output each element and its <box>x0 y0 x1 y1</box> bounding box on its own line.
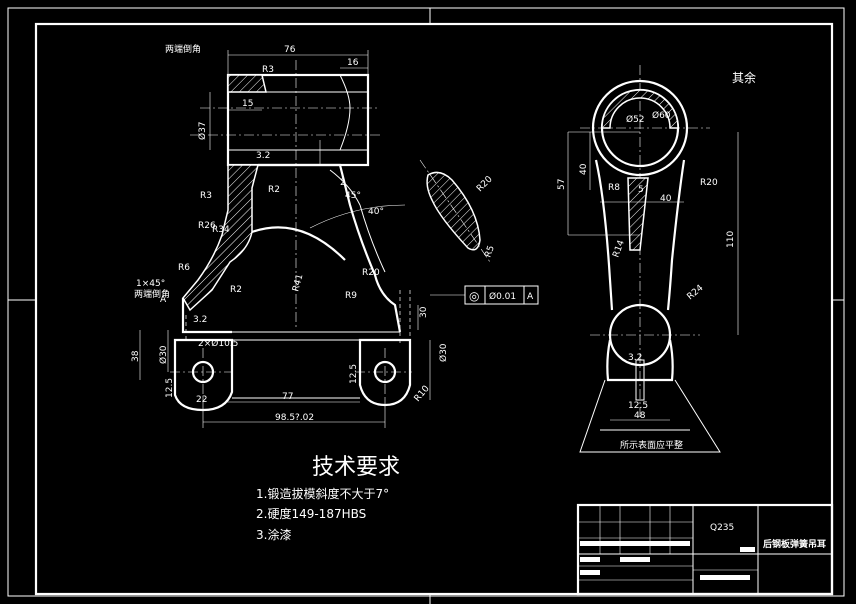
requirement-2: 2.硬度149-187HBS <box>256 506 366 521</box>
dim-dia-30-right: Ø30 <box>438 343 449 362</box>
front-view: 两端倒角 76 16 R3 15 Ø37 3.2 R3 R2 R26 R34 R… <box>131 43 497 428</box>
dim-width-76: 76 <box>284 45 296 55</box>
dim-r6: R6 <box>178 263 190 273</box>
sheet-border <box>7 7 845 604</box>
dim-d60: Ø60 <box>652 110 671 121</box>
dim-30: 30 <box>419 306 429 318</box>
requirement-1: 1.锻造拔模斜度不大于7° <box>256 486 389 501</box>
title-block: Q235 后钢板弹簧吊耳 <box>576 503 834 596</box>
dim-dia-37: Ø37 <box>197 121 208 140</box>
dim-r5-detail: R5 <box>483 244 496 259</box>
dim-r41: R41 <box>291 273 305 293</box>
dim-38: 38 <box>131 350 141 362</box>
dim-12-5-side: 12.5 <box>628 401 648 411</box>
dim-r24: R24 <box>686 283 706 302</box>
dim-57: 57 <box>557 179 567 190</box>
dim-dia-30-left: Ø30 <box>158 345 169 364</box>
dim-12-5-a: 12.5 <box>165 378 175 398</box>
ra-3-2-side: 3.2 <box>628 353 642 363</box>
dim-40-a: 40 <box>579 163 589 175</box>
dim-40-b: 40 <box>660 194 672 204</box>
base-note: 所示表面应平整 <box>620 439 683 451</box>
other-surface-label: 其余 <box>732 70 756 85</box>
dim-r10: R10 <box>413 384 432 404</box>
dim-r2-b: R2 <box>230 285 242 295</box>
dim-16: 16 <box>347 58 359 68</box>
dim-77: 77 <box>282 392 293 402</box>
dim-r20: R20 <box>362 268 380 278</box>
dim-48: 48 <box>634 411 646 421</box>
tolerance-datum: A <box>527 292 534 302</box>
dim-r20-side: R20 <box>700 178 718 188</box>
dim-r9: R9 <box>345 291 357 301</box>
requirement-3: 3.涂漆 <box>256 527 291 542</box>
tolerance-value: Ø0.01 <box>489 291 516 302</box>
dim-r26: R26 <box>198 221 216 231</box>
ra-3-2-b: 3.2 <box>193 315 207 325</box>
dim-110: 110 <box>726 231 736 248</box>
part-name: 后钢板弹簧吊耳 <box>763 538 826 550</box>
dim-r34: R34 <box>212 225 230 235</box>
dim-r3-left: R3 <box>200 191 212 201</box>
dim-98-5: 98.5?.02 <box>275 413 314 423</box>
dim-r14: R14 <box>611 239 627 259</box>
dim-r8: R8 <box>608 183 620 193</box>
dim-12-5-b: 12.5 <box>349 364 359 384</box>
dim-two-holes: 2×Ø10.5 <box>198 338 238 349</box>
dim-angle-45: 45° <box>345 191 361 201</box>
dim-2: 2 <box>340 178 346 188</box>
note-chamfer-left: 两端倒角 <box>134 288 170 300</box>
material-label: Q235 <box>710 523 734 533</box>
tolerance-frame: ◎ Ø0.01 A <box>430 285 539 305</box>
dim-15: 15 <box>242 99 253 109</box>
ra-3-2: 3.2 <box>256 151 270 161</box>
dim-r3-top: R3 <box>262 65 274 75</box>
concentricity-symbol: ◎ <box>469 289 479 303</box>
dim-r2-a: R2 <box>268 185 280 195</box>
dim-angle-40: 40° <box>368 207 384 217</box>
dim-22: 22 <box>196 395 207 405</box>
dim-5: 5 <box>638 185 644 195</box>
requirements-title: 技术要求 <box>312 455 400 480</box>
dim-r20-detail: R20 <box>475 174 495 194</box>
dim-d52: Ø52 <box>626 114 645 125</box>
side-view: 其余 Ø52 Ø60 R8 R20 40 57 40 5 R14 110 R24… <box>557 65 756 453</box>
technical-requirements: 技术要求 1.锻造拔模斜度不大于7° 2.硬度149-187HBS 3.涂漆 <box>256 455 400 542</box>
note-chamfer-top: 两端倒角 <box>165 43 201 55</box>
datum-a-marker: A <box>160 295 167 305</box>
dim-chamfer: 1×45° <box>136 279 165 289</box>
